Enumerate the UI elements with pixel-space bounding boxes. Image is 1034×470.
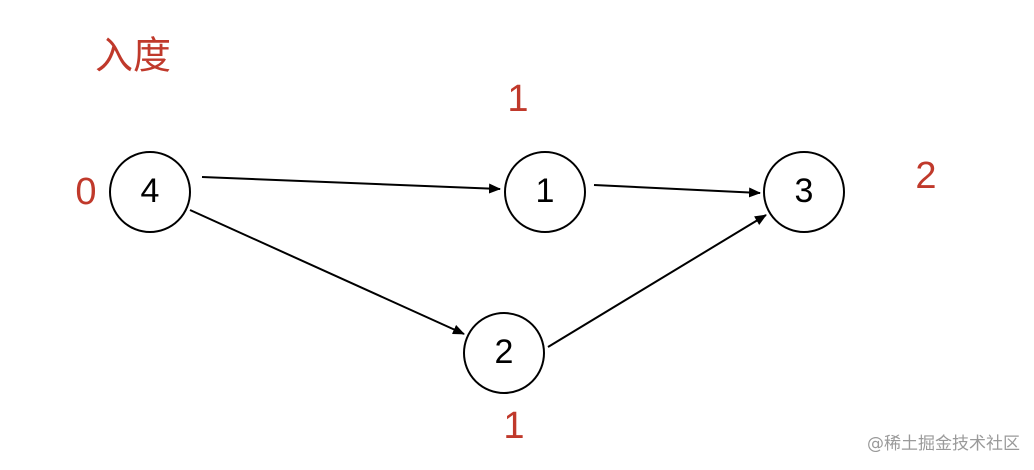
node-1-label: 1: [536, 172, 555, 210]
node-1: 1: [504, 151, 586, 233]
edge-4-to-2: [189, 209, 465, 335]
node-1-circle: [504, 151, 586, 233]
watermark-text: @稀土掘金技术社区: [867, 434, 1020, 454]
node-2-circle: [463, 312, 545, 394]
node-3: 3: [763, 151, 845, 233]
node-2-label: 2: [495, 333, 514, 371]
node-3-circle: [763, 151, 845, 233]
node-4-label: 4: [141, 172, 160, 210]
node-4-circle: [109, 151, 191, 233]
node-4-degree: 0: [75, 171, 96, 213]
edge-4-to-1: [201, 176, 501, 194]
edge-1-to-3: [593, 184, 761, 198]
node-3-degree: 2: [915, 155, 936, 197]
node-1-degree: 1: [507, 78, 528, 120]
edge-2-to-3: [547, 214, 767, 348]
node-2: 2: [463, 312, 545, 394]
in-degree-title: 入度: [95, 34, 171, 78]
node-3-label: 3: [795, 172, 814, 210]
node-2-degree: 1: [503, 405, 524, 447]
node-4: 4: [109, 151, 191, 233]
